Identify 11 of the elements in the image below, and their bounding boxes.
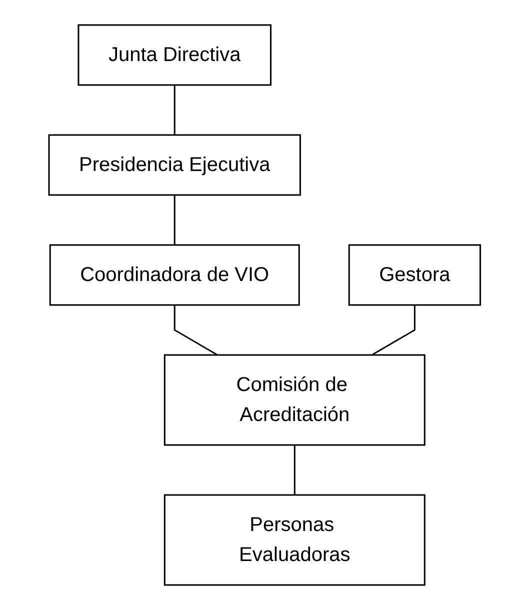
connector <box>372 304 416 356</box>
node-box: Gestora <box>348 244 482 306</box>
node-box: Comisión de Acreditación <box>164 354 426 446</box>
connector <box>174 84 176 134</box>
connector <box>294 444 296 494</box>
connector <box>174 304 218 356</box>
node-box: Presidencia Ejecutiva <box>48 134 302 196</box>
node-box: Junta Directiva <box>78 24 272 86</box>
connector <box>174 194 176 244</box>
node-box: Coordinadora de VIO <box>50 244 300 306</box>
node-box: Personas Evaluadoras <box>164 494 426 586</box>
